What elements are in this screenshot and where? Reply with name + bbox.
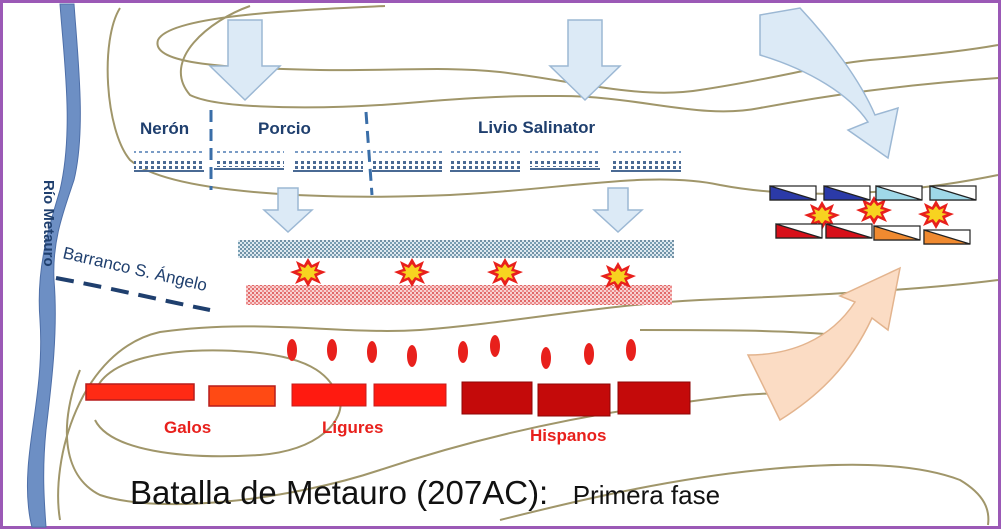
cavalry-unit [769, 185, 817, 201]
flank-cavalry [769, 185, 977, 245]
skirmisher-marker [584, 343, 594, 365]
skirmisher-marker [458, 341, 468, 363]
roman-advance-arrows [208, 7, 899, 234]
legion-unit [530, 149, 600, 170]
hispanos-unit [461, 381, 533, 415]
hispanos-unit [537, 383, 611, 417]
label-ligures: Ligures [322, 418, 383, 437]
carthaginian-infantry [85, 381, 691, 417]
arrow-down-icon [548, 19, 622, 102]
skirmisher-marker [367, 341, 377, 363]
terrain-lines [57, 5, 999, 526]
ligures-unit [291, 383, 367, 407]
arrow-down-icon [592, 187, 644, 234]
galos-unit [208, 385, 276, 407]
clash-explosions [290, 196, 954, 291]
explosion-icon [804, 201, 840, 230]
galos-unit [85, 383, 195, 401]
river-metauro: Río Metauro [27, 3, 81, 528]
skirmisher-marker [327, 339, 337, 361]
title-sub: Primera fase [573, 480, 720, 510]
legion-unit [450, 151, 520, 172]
legion-unit [293, 151, 363, 172]
map-title: Batalla de Metauro (207AC): Primera fase [130, 474, 720, 511]
command-dividers [209, 110, 374, 196]
legion-unit [134, 151, 204, 172]
skirmisher-marker [490, 335, 500, 357]
explosion-icon [918, 200, 954, 229]
skirmisher-marker [287, 339, 297, 361]
legion-unit [372, 151, 442, 172]
carthaginian-labels: Galos Ligures Hispanos [164, 418, 607, 445]
arrow-down-icon [208, 19, 282, 102]
roman-battle-line [238, 240, 674, 258]
explosion-icon [487, 258, 523, 287]
title-main: Batalla de Metauro (207AC): [130, 474, 548, 511]
carthaginian-battle-line [246, 285, 672, 305]
carthaginian-arrow-icon [746, 266, 902, 422]
cavalry-unit [823, 185, 871, 201]
skirmisher-marker [541, 347, 551, 369]
cavalry-unit [775, 223, 823, 239]
cavalry-unit [873, 225, 921, 241]
commander-porcio: Porcio [258, 119, 311, 138]
skirmisher-marker [626, 339, 636, 361]
roman-legions [134, 149, 681, 172]
skirmishers [287, 335, 636, 369]
label-galos: Galos [164, 418, 211, 437]
cavalry-unit [923, 229, 971, 245]
explosion-icon [290, 258, 326, 287]
roman-commander-labels: Nerón Porcio Livio Salinator [140, 118, 596, 138]
label-hispanos: Hispanos [530, 426, 607, 445]
explosion-icon [600, 262, 636, 291]
commander-neron: Nerón [140, 119, 189, 138]
skirmisher-marker [407, 345, 417, 367]
cavalry-unit [875, 185, 923, 201]
hispanos-unit [617, 381, 691, 415]
arrow-down-icon [262, 187, 314, 234]
legion-unit [611, 151, 681, 172]
river-label: Río Metauro [40, 180, 57, 267]
cavalry-unit [825, 223, 873, 239]
ligures-unit [373, 383, 447, 407]
commander-livio: Livio Salinator [478, 118, 596, 137]
cavalry-unit [929, 185, 977, 201]
legion-unit [214, 149, 284, 170]
explosion-icon [394, 258, 430, 287]
explosion-icon [856, 196, 892, 225]
arrow-curve-icon [759, 7, 899, 160]
